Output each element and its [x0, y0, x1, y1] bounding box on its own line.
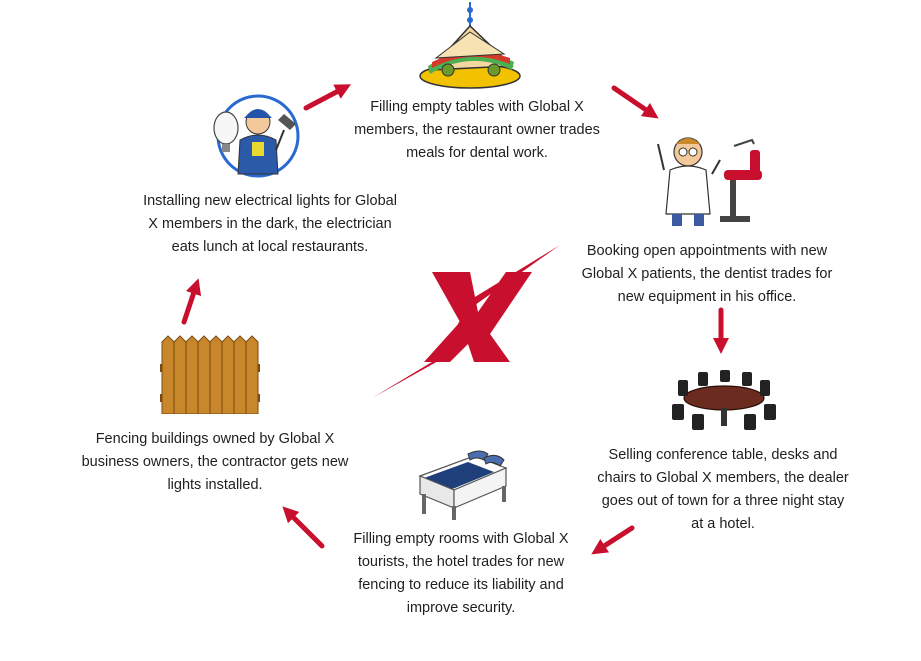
step-text-restaurant: Filling empty tables with Global X membe… — [354, 99, 600, 161]
dentist-icon — [657, 137, 762, 226]
step-text-contractor: Fencing buildings owned by Global X busi… — [81, 431, 349, 493]
step-text-furniture-dealer: Selling conference table, desks and chai… — [597, 447, 849, 532]
arrow-hotel-to-contractor — [282, 506, 325, 549]
step-text-dentist: Booking open appointments with new Globa… — [581, 243, 833, 305]
step-text-hotel: Filling empty rooms with Global X touris… — [353, 531, 569, 616]
electrician-icon — [213, 94, 300, 178]
sandwich-icon — [419, 2, 521, 89]
bed-icon — [418, 450, 508, 520]
conference-table-icon — [672, 370, 776, 430]
arrow-restaurant-to-dentist — [611, 85, 659, 119]
fence-icon — [160, 335, 260, 414]
arrow-dealer-to-hotel — [591, 525, 635, 555]
step-text-electrician: Installing new electrical lights for Glo… — [143, 193, 397, 255]
arrow-contractor-to-electrician — [181, 278, 202, 325]
arrow-electrician-to-restaurant — [303, 84, 352, 111]
center-x-shape — [372, 245, 560, 398]
